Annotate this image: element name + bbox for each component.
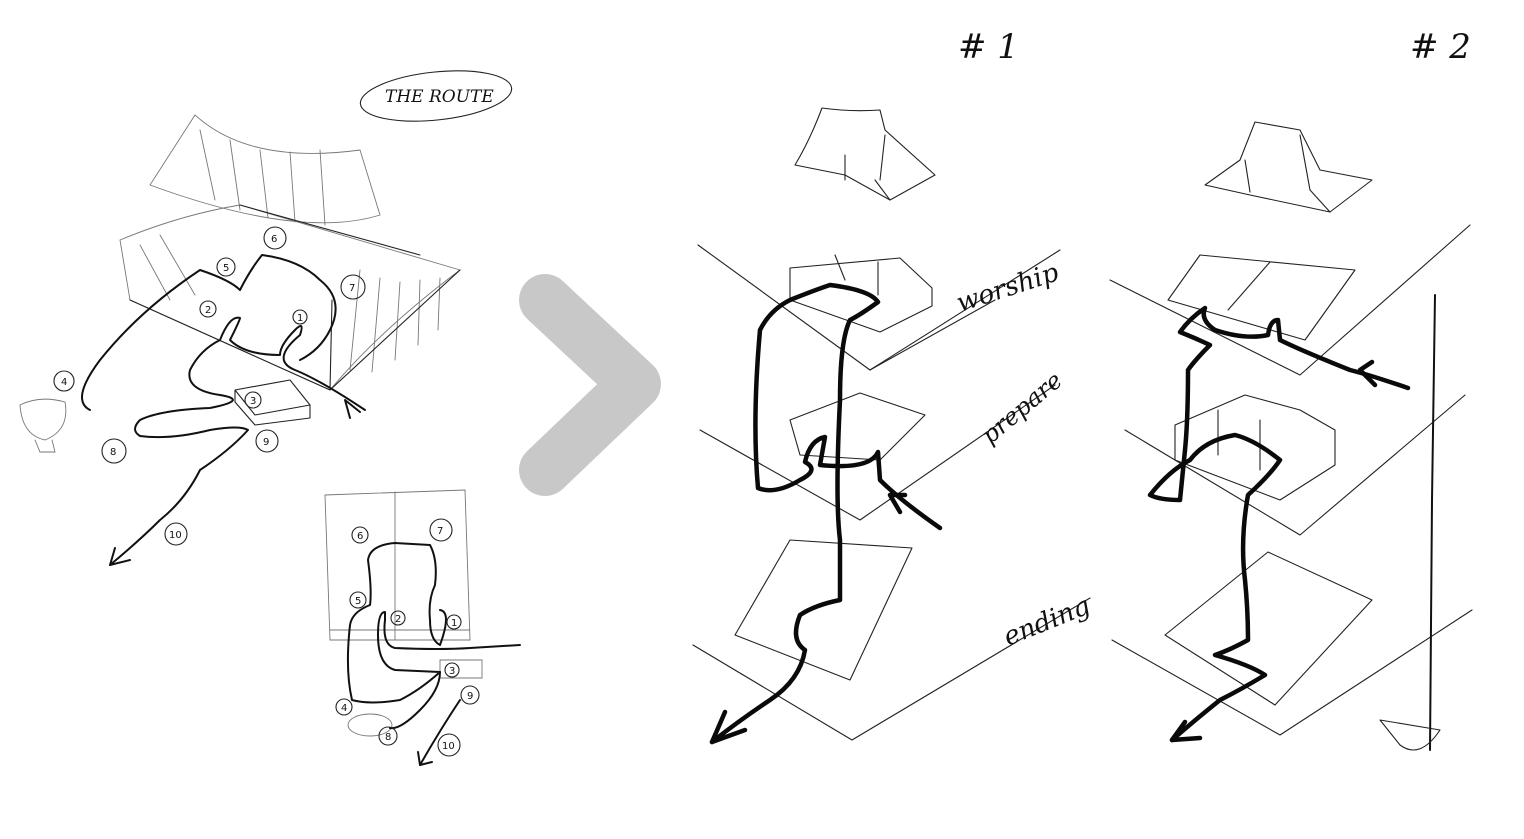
svg-text:2: 2: [395, 614, 401, 625]
route-title-bubble: THE ROUTE: [358, 64, 514, 128]
route-title: THE ROUTE: [385, 87, 494, 107]
plan-marker-1: 1: [447, 615, 461, 629]
route-plan-sketch: [325, 490, 520, 765]
plan-marker-10: 10: [438, 734, 460, 756]
svg-text:5: 5: [355, 596, 361, 607]
svg-text:2: 2: [205, 305, 211, 316]
svg-text:4: 4: [341, 703, 347, 714]
temple-perspective-sketch: [20, 115, 460, 565]
plan-marker-3: 3: [445, 663, 459, 677]
plan-marker-4: 4: [336, 699, 352, 715]
marker-7: 7: [341, 275, 365, 299]
svg-text:8: 8: [385, 732, 391, 743]
svg-text:9: 9: [263, 437, 269, 448]
svg-text:8: 8: [110, 447, 116, 458]
route-markers-perspective: 1 2 3 4 5 6 7 8 9 10: [54, 227, 365, 545]
marker-6: 6: [264, 227, 286, 249]
plan-marker-6: 6: [352, 527, 368, 543]
svg-text:6: 6: [271, 234, 277, 245]
plan-marker-9: 9: [461, 686, 479, 704]
svg-text:6: 6: [357, 531, 363, 542]
marker-1: 1: [293, 310, 307, 324]
marker-5: 5: [217, 258, 235, 276]
plan-marker-2: 2: [391, 611, 405, 625]
svg-text:4: 4: [61, 377, 67, 388]
svg-text:10: 10: [442, 741, 455, 752]
svg-text:9: 9: [467, 691, 473, 702]
marker-3: 3: [245, 392, 261, 408]
ending-label: ending: [999, 591, 1094, 653]
plan-marker-5: 5: [350, 592, 366, 608]
option-1-diagram: [693, 108, 1090, 742]
prepare-label: prepare: [976, 366, 1068, 449]
worship-label: worship: [953, 257, 1063, 318]
plan-marker-7: 7: [430, 519, 452, 541]
svg-text:7: 7: [437, 526, 443, 537]
svg-text:1: 1: [451, 618, 457, 629]
plan-marker-8: 8: [379, 727, 397, 745]
svg-text:3: 3: [449, 666, 455, 677]
marker-2: 2: [200, 301, 216, 317]
marker-4: 4: [54, 371, 74, 391]
option-1-label: # 1: [958, 27, 1019, 67]
svg-text:3: 3: [250, 396, 256, 407]
marker-9: 9: [256, 430, 278, 452]
marker-8: 8: [102, 439, 126, 463]
marker-10: 10: [165, 523, 187, 545]
svg-text:1: 1: [297, 313, 303, 324]
svg-text:7: 7: [349, 283, 355, 294]
option-2-diagram: [1110, 122, 1472, 750]
option-2-label: # 2: [1410, 27, 1471, 67]
svg-text:10: 10: [169, 530, 182, 541]
svg-text:5: 5: [223, 263, 229, 274]
chevron-right-icon: [545, 300, 635, 470]
